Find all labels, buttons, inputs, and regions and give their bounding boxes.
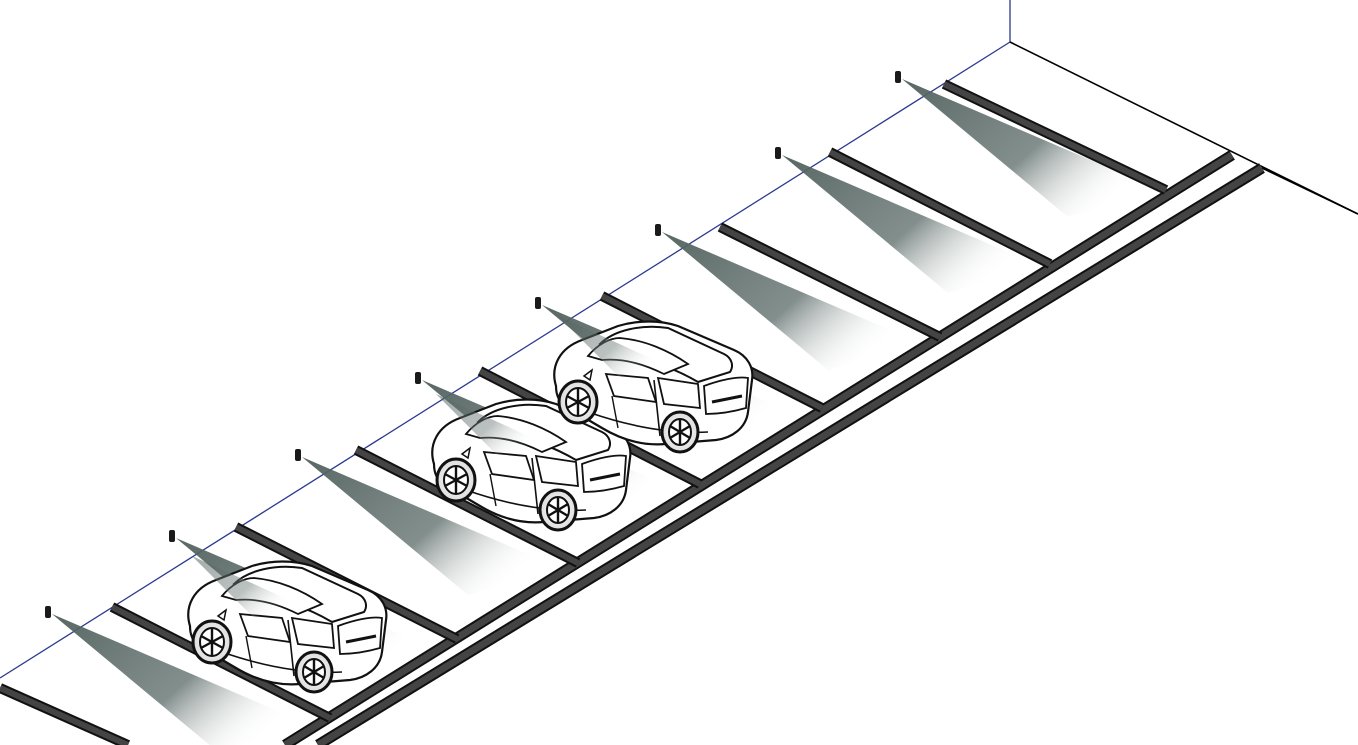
sensor-beam-3 xyxy=(302,457,558,595)
sensor-beam-6 xyxy=(662,232,918,370)
sensor-icon-7 xyxy=(775,147,781,159)
car-beam-overlay-2 xyxy=(192,556,302,616)
bay-divider-fill-1 xyxy=(0,685,130,745)
car-icon-bay-2 xyxy=(186,556,388,694)
sensor-icon-2 xyxy=(169,530,175,542)
car-icon-bay-5 xyxy=(552,316,754,454)
sensor-beam-7 xyxy=(782,155,1038,293)
curb-stripe-outer-fill xyxy=(316,165,1264,745)
floor-right-edge xyxy=(1261,167,1358,215)
sensor-icon-3 xyxy=(295,449,301,461)
ceiling-sensors xyxy=(45,71,901,618)
bay-divider-fill-7 xyxy=(718,224,942,340)
bay-divider-fill-8 xyxy=(828,149,1052,267)
bay-divider-fill-4 xyxy=(354,447,580,566)
sensor-icon-8 xyxy=(895,71,901,83)
car-icon-bay-4 xyxy=(430,394,632,532)
sensor-icon-6 xyxy=(655,224,661,236)
car-beam-overlay-5 xyxy=(558,316,668,376)
parked-cars xyxy=(186,316,754,694)
wall-edge-line xyxy=(0,41,1011,679)
sensor-icon-5 xyxy=(535,297,541,309)
sensor-beam-1 xyxy=(52,614,308,745)
bay-divider-fill-9 xyxy=(942,81,1168,193)
bay-divider-fill-2 xyxy=(110,604,332,721)
car-beam-overlay-4 xyxy=(436,394,546,454)
curb-stripe-inner-fill xyxy=(283,152,1234,745)
sensor-beam-8 xyxy=(902,79,1158,217)
sensor-icon-1 xyxy=(45,606,51,618)
sensor-icon-4 xyxy=(415,372,421,384)
